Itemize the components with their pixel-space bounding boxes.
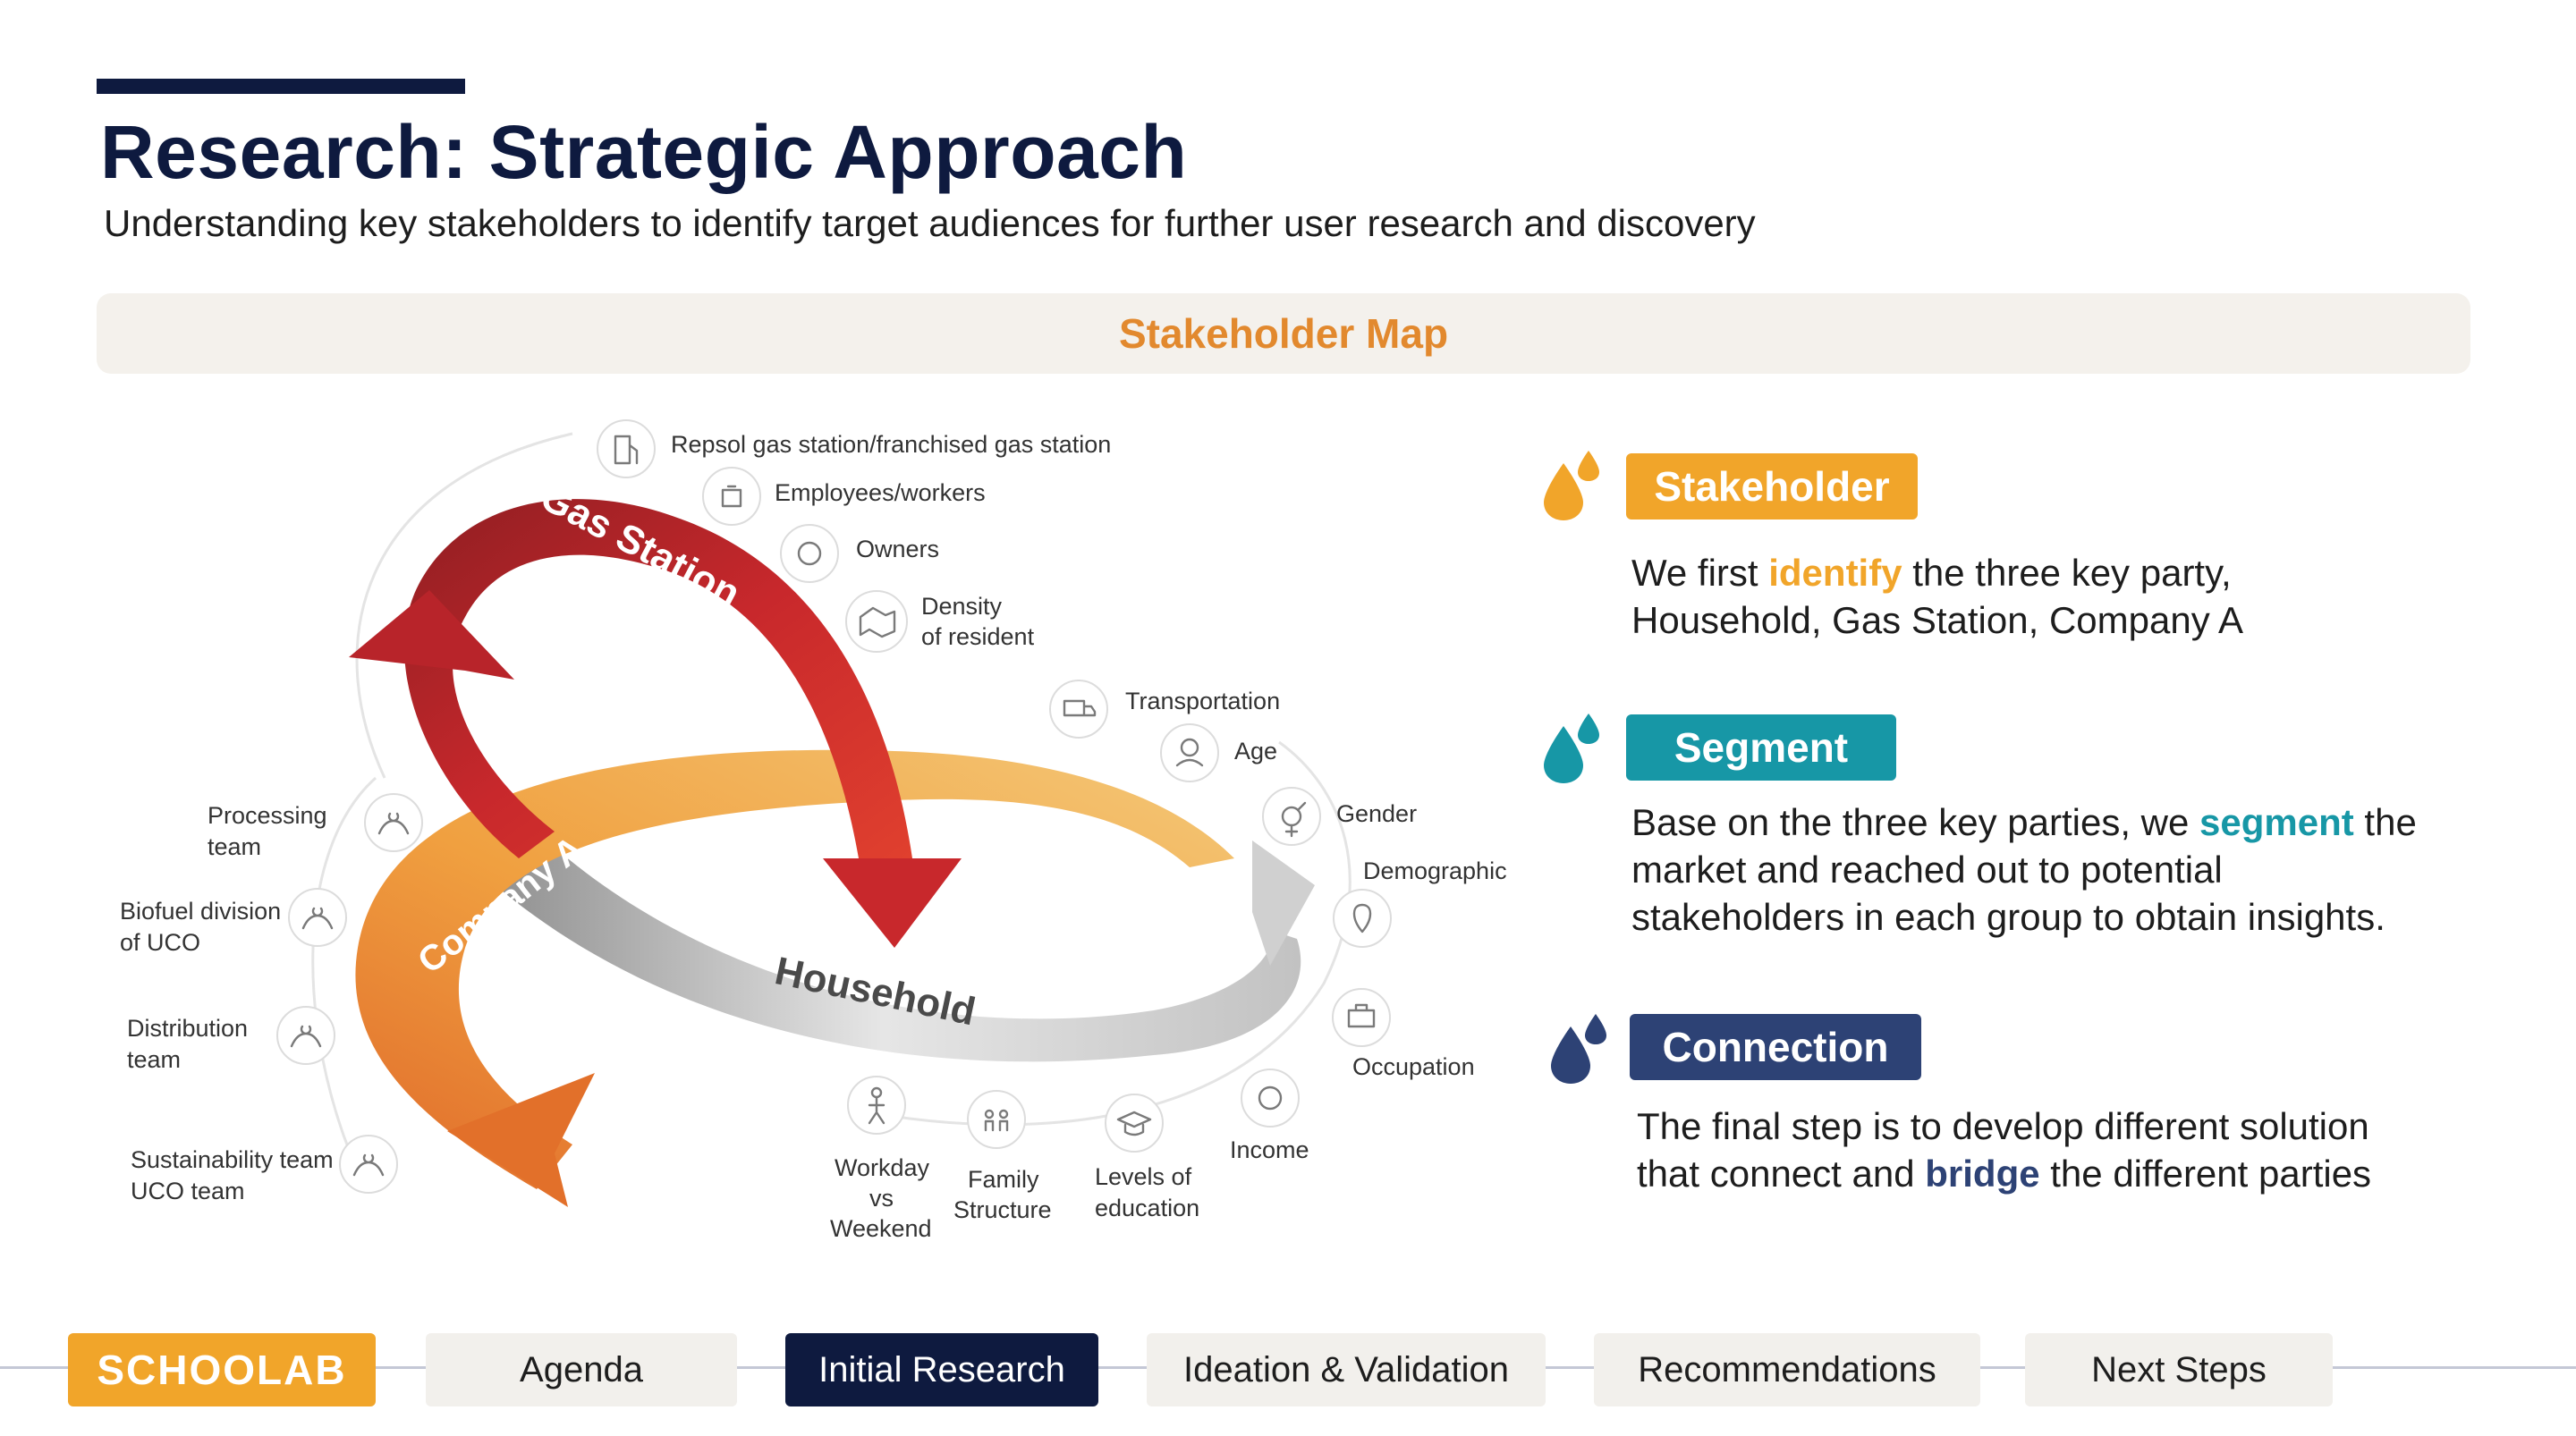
- droplet-icon-navy: [1551, 1014, 1606, 1084]
- highlight-bridge: bridge: [1925, 1153, 2040, 1195]
- nav-item-recommendations[interactable]: Recommendations: [1594, 1333, 1980, 1406]
- age-icon: [1160, 723, 1219, 782]
- gas-label-density: Density: [921, 593, 1003, 620]
- title-accent-bar: [97, 79, 465, 94]
- company-label-sustainability: Sustainability team: [131, 1146, 334, 1173]
- family-icon: [967, 1090, 1026, 1149]
- household-group: Transportation Age Gender Demographic Oc…: [830, 680, 1507, 1242]
- company-label-team-1: team: [208, 833, 261, 860]
- team-icon: [276, 1006, 335, 1065]
- gas-label-owners: Owners: [856, 536, 939, 562]
- gas-label-employees: Employees/workers: [775, 479, 986, 506]
- household-label-family: Family: [968, 1166, 1039, 1193]
- stakeholder-map-banner: Stakeholder Map: [97, 293, 2470, 374]
- gender-icon: [1262, 787, 1321, 846]
- connector-arc-company: [311, 776, 377, 1172]
- household-label-transportation: Transportation: [1125, 688, 1280, 714]
- nav-item-next-steps[interactable]: Next Steps: [2025, 1333, 2333, 1406]
- gas-label-repsol: Repsol gas station/franchised gas statio…: [671, 431, 1111, 458]
- occupation-briefcase-icon: [1332, 988, 1391, 1047]
- household-label-workday: Workday: [835, 1154, 930, 1181]
- household-label-income: Income: [1230, 1136, 1309, 1163]
- company-a-arrowhead: [447, 1073, 595, 1207]
- education-cap-icon: [1105, 1094, 1164, 1153]
- gas-label-resident: of resident: [921, 623, 1035, 650]
- company-label-processing: Processing: [208, 802, 327, 829]
- household-label-occupation: Occupation: [1352, 1053, 1475, 1080]
- connector-arc-left: [355, 432, 573, 779]
- team-icon: [339, 1135, 398, 1194]
- stakeholder-tag-label: Stakeholder: [1654, 463, 1890, 510]
- schoolab-logo[interactable]: SCHOOLAB: [68, 1333, 376, 1406]
- company-a-group: Processing team Biofuel division of UCO …: [120, 793, 423, 1204]
- banner-title: Stakeholder Map: [1118, 310, 1449, 357]
- stakeholder-description: We first identify the three key party, H…: [1631, 552, 2244, 641]
- gas-pump-icon: [597, 419, 656, 478]
- location-pin-icon: [1333, 889, 1392, 948]
- segment-tag-label: Segment: [1674, 724, 1849, 771]
- highlight-identify: identify: [1768, 552, 1902, 594]
- household-label-age: Age: [1234, 738, 1277, 764]
- household-label-vs: vs: [869, 1185, 894, 1212]
- household-label-structure: Structure: [953, 1196, 1052, 1223]
- team-icon: [288, 888, 347, 947]
- income-icon: [1241, 1069, 1300, 1128]
- droplet-icon-orange: [1544, 451, 1599, 520]
- gas-station-arrowhead-top: [349, 590, 514, 680]
- owner-icon: [780, 524, 839, 583]
- page-title: Research: Strategic Approach: [100, 110, 1188, 194]
- company-label-uco: of UCO: [120, 929, 200, 956]
- segment-tag: Segment: [1626, 714, 1896, 781]
- gas-station-group: Repsol gas station/franchised gas statio…: [597, 419, 1111, 653]
- household-label-gender: Gender: [1336, 800, 1417, 827]
- company-label-team-2: team: [127, 1046, 181, 1073]
- company-label-uco-team: UCO team: [131, 1178, 245, 1204]
- household-label-demographic: Demographic: [1363, 857, 1507, 884]
- household-arrow: [465, 805, 1301, 1062]
- connection-tag-label: Connection: [1662, 1024, 1889, 1070]
- gas-station-arrowhead-bottom: [823, 858, 962, 948]
- logo-text: SCHOOLAB: [97, 1347, 347, 1393]
- household-label-education: education: [1095, 1195, 1199, 1221]
- stakeholder-tag: Stakeholder: [1626, 453, 1918, 519]
- page-subtitle: Understanding key stakeholders to identi…: [104, 202, 1756, 244]
- worker-icon: [702, 467, 761, 526]
- household-label-weekend: Weekend: [830, 1215, 932, 1242]
- connection-description: The final step is to develop different s…: [1637, 1105, 2372, 1195]
- gas-station-arrow: [404, 499, 912, 858]
- density-map-icon: [845, 590, 908, 653]
- company-label-distribution: Distribution: [127, 1015, 248, 1042]
- nav-item-initial-research[interactable]: Initial Research: [785, 1333, 1098, 1406]
- droplet-icon-teal: [1544, 714, 1599, 783]
- connection-tag: Connection: [1630, 1014, 1921, 1080]
- company-label-biofuel: Biofuel division: [120, 898, 281, 925]
- transport-truck-icon: [1049, 680, 1108, 739]
- nav-item-agenda[interactable]: Agenda: [426, 1333, 737, 1406]
- nav-item-ideation-validation[interactable]: Ideation & Validation: [1147, 1333, 1546, 1406]
- household-arrowhead: [1252, 840, 1315, 966]
- household-label-levels-of: Levels of: [1095, 1163, 1192, 1190]
- highlight-segment: segment: [2199, 801, 2354, 843]
- segment-description: Base on the three key parties, we segmen…: [1631, 801, 2417, 938]
- team-icon: [364, 793, 423, 852]
